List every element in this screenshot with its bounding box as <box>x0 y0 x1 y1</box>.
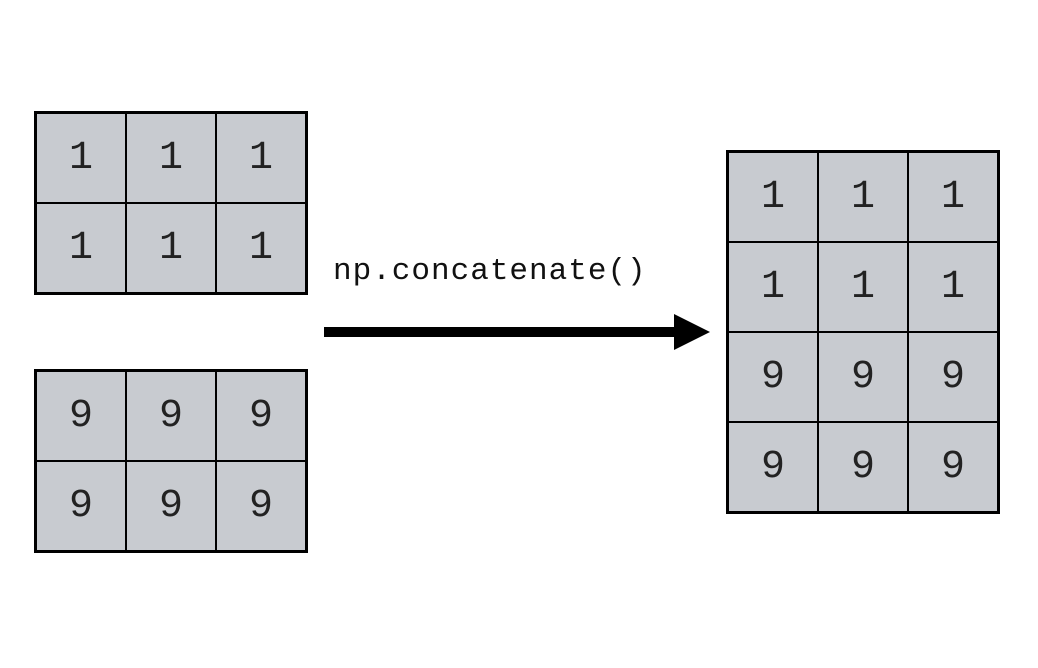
operation-label: np.concatenate() <box>333 254 647 289</box>
array-cell: 9 <box>216 371 306 461</box>
array-cell: 9 <box>908 422 998 512</box>
array-cell: 1 <box>36 113 126 203</box>
array-cell: 1 <box>728 152 818 242</box>
array-cell: 9 <box>36 371 126 461</box>
array-cell: 1 <box>728 242 818 332</box>
array-cell: 9 <box>126 371 216 461</box>
array-cell: 9 <box>728 332 818 422</box>
array-cell: 1 <box>36 203 126 293</box>
array-cell: 1 <box>216 203 306 293</box>
array-cell: 1 <box>818 242 908 332</box>
array-cell: 9 <box>36 461 126 551</box>
array-cell: 9 <box>728 422 818 512</box>
array-cell: 1 <box>126 203 216 293</box>
array-cell: 1 <box>216 113 306 203</box>
arrow-shaft <box>324 327 676 337</box>
array-cell: 1 <box>818 152 908 242</box>
array-cell: 9 <box>908 332 998 422</box>
array-cell: 9 <box>126 461 216 551</box>
array-cell: 9 <box>818 422 908 512</box>
array-cell: 1 <box>126 113 216 203</box>
array-cell: 1 <box>908 242 998 332</box>
arrow-right-icon <box>324 314 710 350</box>
array-cell: 1 <box>908 152 998 242</box>
array-cell: 9 <box>216 461 306 551</box>
array-cell: 9 <box>818 332 908 422</box>
arrow-head <box>674 314 710 350</box>
